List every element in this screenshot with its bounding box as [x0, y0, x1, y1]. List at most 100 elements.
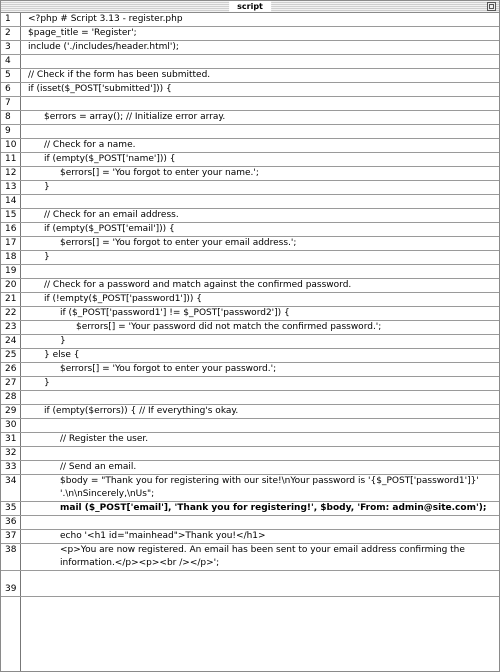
code-line: 17 $errors[] = 'You forgot to enter your …	[1, 237, 499, 251]
code-line: 36	[1, 516, 499, 530]
line-number: 14	[5, 196, 17, 206]
code-line: 5// Check if the form has been submitted…	[1, 69, 499, 83]
line-number: 13	[5, 182, 17, 192]
code-editor[interactable]: 1 <?php # Script 3.13 - register.php 2 $pag…	[1, 13, 499, 671]
code-line: 11 if (empty($_POST['name'])) {	[1, 153, 499, 167]
code-line: 32	[1, 447, 499, 461]
code-text: }	[44, 252, 50, 262]
code-line: 34 $body = "Thank you for registering wit…	[1, 475, 499, 502]
line-number: 18	[5, 252, 17, 262]
code-line: 27}	[1, 377, 499, 391]
line-number: 15	[5, 210, 17, 220]
code-line: 8 $errors = array(); // Initialize error …	[1, 111, 499, 125]
line-number: 3	[5, 42, 11, 52]
line-number: 19	[5, 266, 17, 276]
code-line: 4	[1, 55, 499, 69]
code-line: 29 if (empty($errors)) { // If everything…	[1, 405, 499, 419]
code-line: 7	[1, 97, 499, 111]
code-text: include ('./includes/header.html');	[28, 42, 179, 52]
code-line: 28	[1, 391, 499, 405]
line-number: 2	[5, 28, 11, 38]
line-number: 29	[5, 406, 17, 416]
line-number: 36	[5, 517, 17, 527]
window-title: script	[229, 1, 271, 12]
code-line: 19	[1, 265, 499, 279]
zoom-box-icon[interactable]	[487, 2, 496, 11]
line-number: 4	[5, 56, 11, 66]
code-text: }	[44, 378, 50, 388]
code-text: if (isset($_POST['submitted'])) {	[28, 84, 172, 94]
code-text: }	[60, 336, 66, 346]
code-line: 15 // Check for an email address.	[1, 209, 499, 223]
code-text-continued: information.</p><p><br /></p>';	[60, 558, 220, 568]
code-line: 10 // Check for a name.	[1, 139, 499, 153]
line-number: 27	[5, 378, 17, 388]
code-line: 23 $errors[] = 'Your password did not mat…	[1, 321, 499, 335]
code-text: $errors[] = 'Your password did not match…	[76, 322, 382, 332]
code-line: 16 if (empty($_POST['email'])) {	[1, 223, 499, 237]
code-text: $errors[] = 'You forgot to enter your pa…	[60, 364, 277, 374]
code-text-continued: '.\n\nSincerely,\nUs";	[60, 489, 155, 499]
code-line: 6 if (isset($_POST['submitted'])) {	[1, 83, 499, 97]
code-text: <p>You are now registered. An email has …	[60, 545, 465, 555]
code-text: $body = "Thank you for registering with …	[60, 476, 479, 486]
code-line: 37 echo '<h1 id="mainhead">Thank you!</h1…	[1, 530, 499, 544]
code-line: 13}	[1, 181, 499, 195]
line-number: 39	[5, 584, 17, 594]
line-number: 25	[5, 350, 17, 360]
gutter-divider	[20, 13, 21, 671]
code-text: // Check for a password and match agains…	[44, 280, 352, 290]
code-line: 18}	[1, 251, 499, 265]
code-line: 1 <?php # Script 3.13 - register.php	[1, 13, 499, 27]
line-number: 9	[5, 126, 11, 136]
code-text: <?php # Script 3.13 - register.php	[28, 14, 183, 24]
line-number: 28	[5, 392, 17, 402]
line-number: 6	[5, 84, 11, 94]
title-bar[interactable]: script	[1, 1, 499, 13]
code-line: 20 // Check for a password and match agai…	[1, 279, 499, 293]
code-text: if (empty($errors)) { // If everything's…	[44, 406, 239, 416]
line-number: 37	[5, 531, 17, 541]
code-text: // Check for an email address.	[44, 210, 179, 220]
line-number: 11	[5, 154, 17, 164]
line-number: 17	[5, 238, 17, 248]
line-number: 21	[5, 294, 17, 304]
line-number: 23	[5, 322, 17, 332]
code-line: 26$errors[] = 'You forgot to enter your …	[1, 363, 499, 377]
code-line: 38 <p>You are now registered. An email ha…	[1, 544, 499, 571]
code-line: 2 $page_title = 'Register';	[1, 27, 499, 41]
line-number: 24	[5, 336, 17, 346]
code-text: $errors[] = 'You forgot to enter your em…	[60, 238, 297, 248]
code-line: 39	[1, 583, 499, 597]
line-number: 8	[5, 112, 11, 122]
code-text: }	[44, 182, 50, 192]
line-number: 16	[5, 224, 17, 234]
code-text: if (!empty($_POST['password1'])) {	[44, 294, 203, 304]
line-number: 30	[5, 420, 17, 430]
line-number: 10	[5, 140, 17, 150]
code-text: // Register the user.	[60, 434, 149, 444]
code-text: $errors = array(); // Initialize error a…	[44, 112, 226, 122]
code-text: if (empty($_POST['email'])) {	[44, 224, 175, 234]
code-line: 14	[1, 195, 499, 209]
line-number: 12	[5, 168, 17, 178]
code-line: 24}	[1, 335, 499, 349]
line-number: 35	[5, 503, 17, 513]
code-text: if ($_POST['password1'] != $_POST['passw…	[60, 308, 290, 318]
code-text: // Send an email.	[60, 462, 137, 472]
code-line: 31// Register the user.	[1, 433, 499, 447]
line-number: 34	[5, 476, 17, 486]
code-line: 9	[1, 125, 499, 139]
line-number: 1	[5, 14, 11, 24]
code-text: echo '<h1 id="mainhead">Thank you!</h1>	[60, 531, 266, 541]
code-text: if (empty($_POST['name'])) {	[44, 154, 176, 164]
line-number: 38	[5, 545, 17, 555]
code-text: } else {	[44, 350, 80, 360]
code-line: 21 if (!empty($_POST['password1'])) {	[1, 293, 499, 307]
line-number: 20	[5, 280, 17, 290]
code-text: $page_title = 'Register';	[28, 28, 137, 38]
code-line: 3 include ('./includes/header.html');	[1, 41, 499, 55]
code-text: // Check for a name.	[44, 140, 136, 150]
